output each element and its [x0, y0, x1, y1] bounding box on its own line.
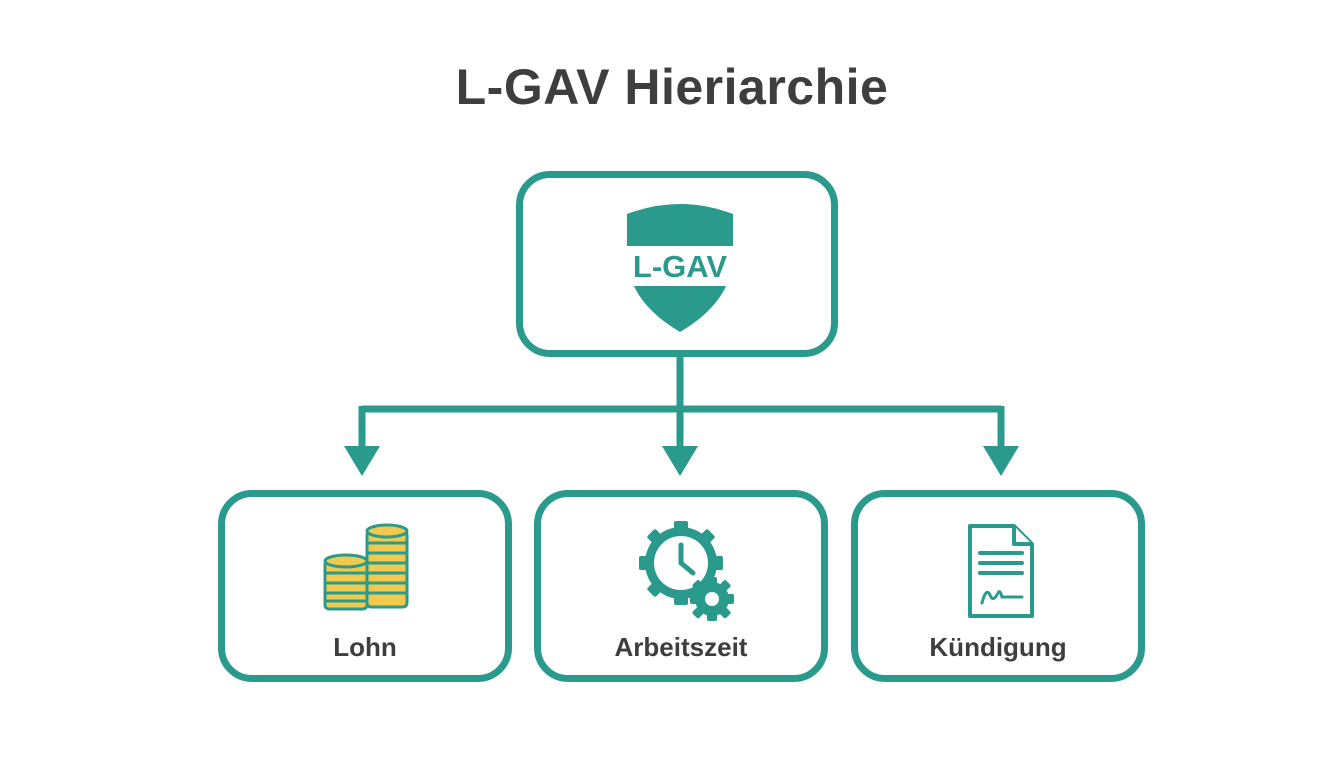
arrow-head-arbeitszeit	[662, 446, 698, 476]
arrow-head-lohn	[344, 446, 380, 476]
shield-badge-text: L-GAV	[633, 249, 727, 284]
child-node-arbeitszeit: Arbeitszeit	[534, 490, 828, 682]
child-node-kuendigung: Kündigung	[851, 490, 1145, 682]
child-label-arbeitszeit: Arbeitszeit	[614, 632, 748, 662]
diagram-title: L-GAV Hieriarchie	[455, 59, 889, 115]
child-node-lohn: Lohn	[218, 490, 512, 682]
coins-icon	[323, 523, 409, 611]
shield-icon: L-GAV	[622, 204, 738, 332]
child-label-kuendigung: Kündigung	[929, 632, 1067, 662]
root-node-box: L-GAV	[516, 171, 838, 357]
arrow-head-kuendigung	[983, 446, 1019, 476]
clock-gear-icon	[639, 521, 734, 621]
signed-document-icon	[968, 524, 1034, 618]
child-label-lohn: Lohn	[333, 632, 397, 662]
